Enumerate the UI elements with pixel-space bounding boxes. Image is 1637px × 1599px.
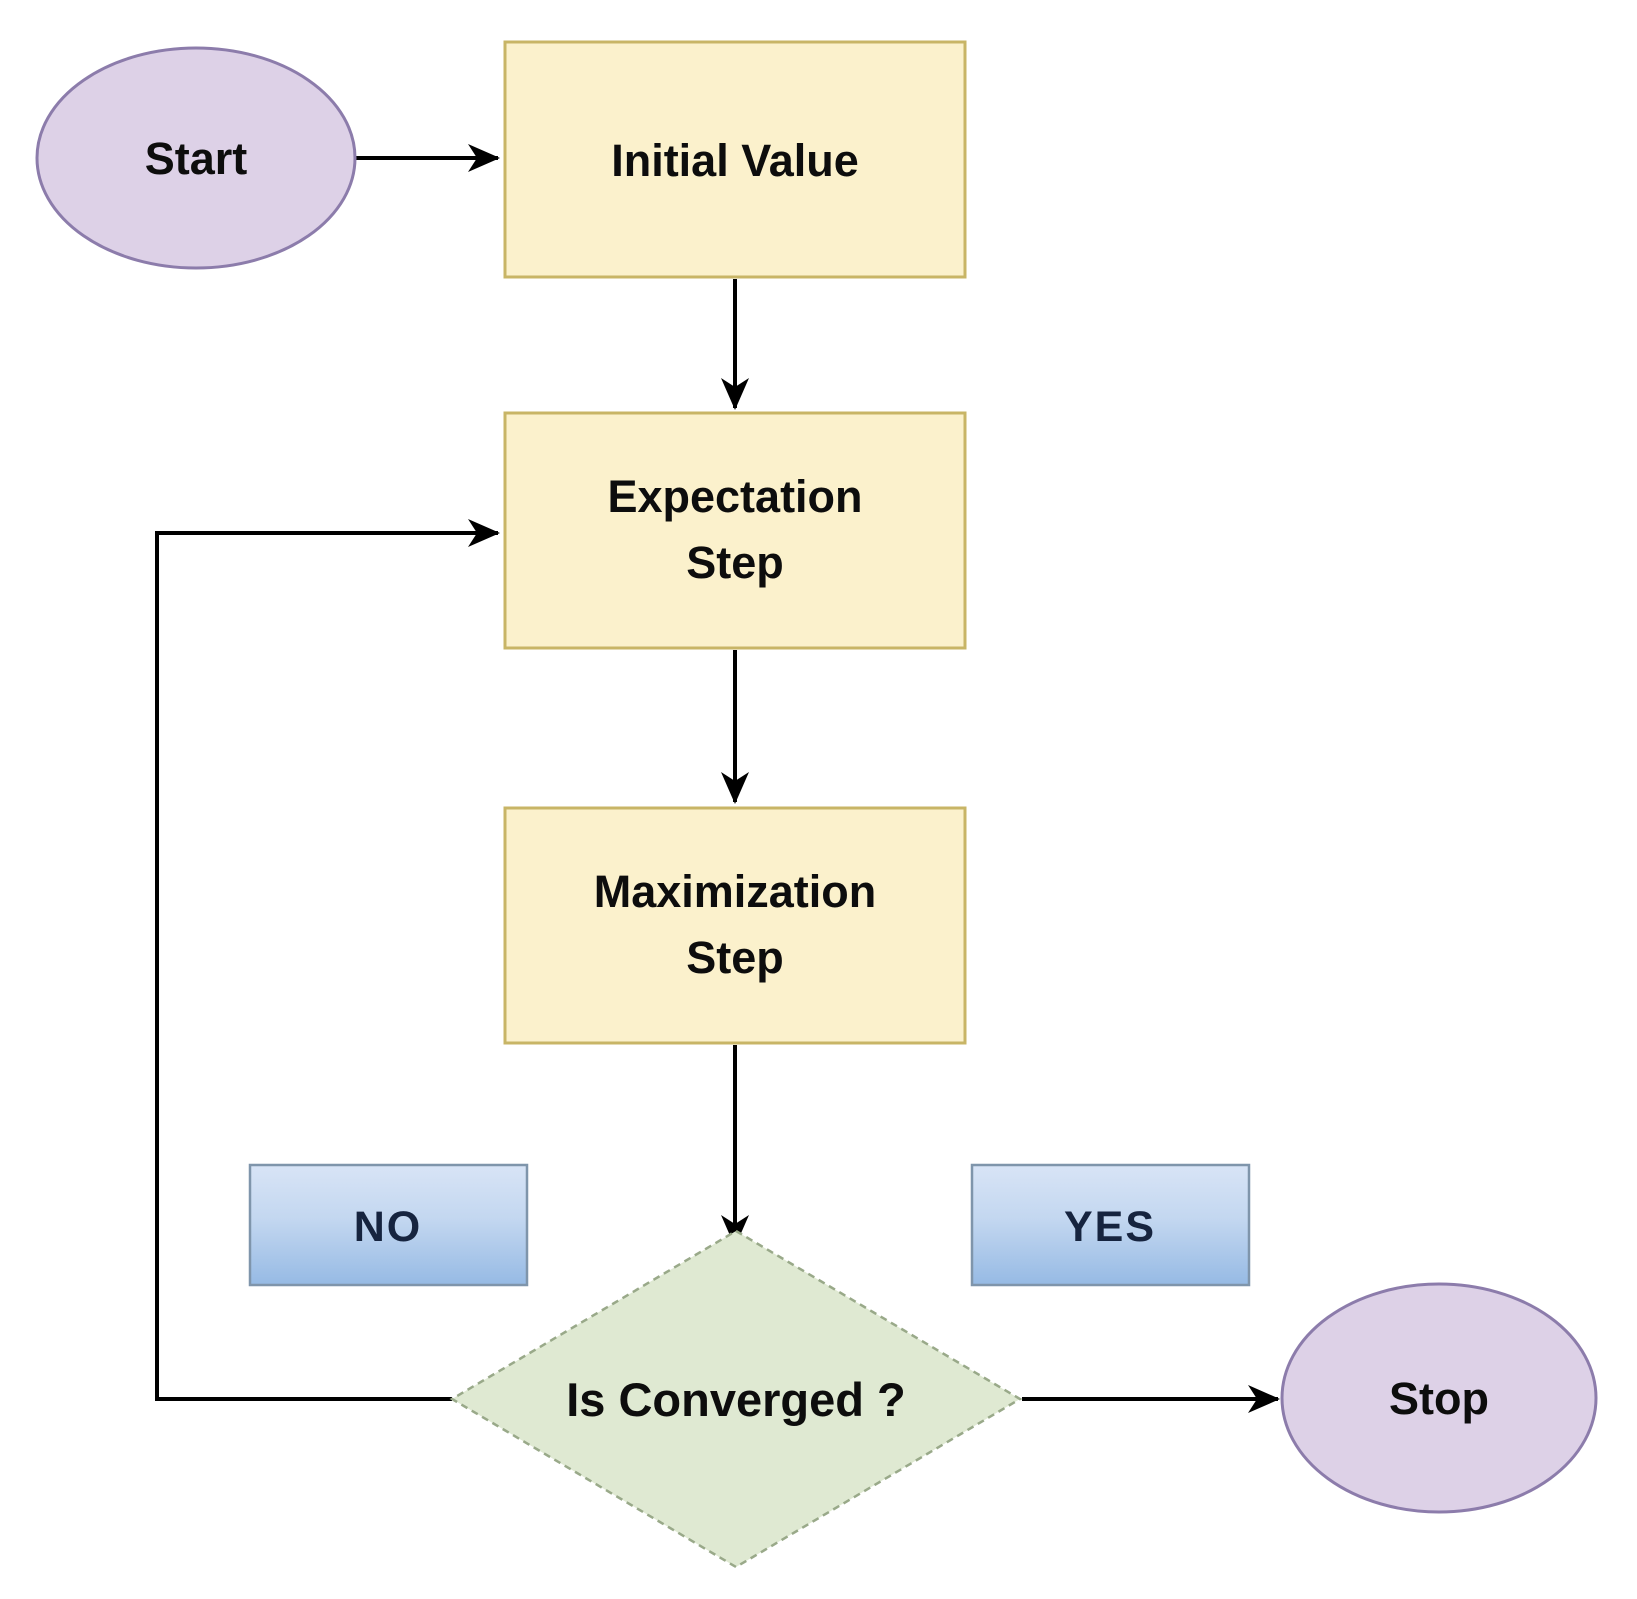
- yes-box: [970, 1163, 1251, 1287]
- node-expectation-step: Expectation Step: [503, 411, 967, 650]
- edge-decision-to-expectation-loop: [155, 519, 500, 1401]
- node-stop: Stop: [1280, 1282, 1598, 1514]
- maximization-step-box-border: [503, 806, 967, 1045]
- node-decision: Is Converged ?: [449, 1229, 1023, 1569]
- expectation-step-label-line1: Expectation: [607, 471, 862, 522]
- start-ellipse-border: [35, 46, 357, 270]
- initial-value-box-border: [503, 40, 967, 279]
- decision-diamond-border: [449, 1229, 1023, 1569]
- stop-label: Stop: [1389, 1373, 1489, 1424]
- node-initial-value: Initial Value: [503, 40, 967, 279]
- expectation-step-box: [505, 413, 965, 648]
- no-label: NO: [354, 1203, 423, 1251]
- maximization-step-label-line1: Maximization: [594, 866, 877, 917]
- decision-label: Is Converged ?: [566, 1373, 906, 1426]
- connectors: [155, 144, 1280, 1413]
- edge-label-no: NO: [248, 1163, 529, 1287]
- initial-value-label: Initial Value: [611, 135, 859, 186]
- maximization-step-label-line2: Step: [686, 932, 784, 983]
- expectation-step-box-border: [503, 411, 967, 650]
- no-box: [248, 1163, 529, 1287]
- start-label: Start: [145, 133, 248, 184]
- edge-label-yes: YES: [970, 1163, 1251, 1287]
- node-maximization-step: Maximization Step: [503, 806, 967, 1045]
- stop-ellipse: [1282, 1284, 1596, 1512]
- yes-label: YES: [1064, 1203, 1156, 1251]
- node-start: Start: [35, 46, 357, 270]
- initial-value-box: [505, 42, 965, 277]
- maximization-step-box: [505, 808, 965, 1043]
- stop-ellipse-border: [1280, 1282, 1598, 1514]
- start-ellipse: [37, 48, 355, 268]
- expectation-step-label-line2: Step: [686, 537, 784, 588]
